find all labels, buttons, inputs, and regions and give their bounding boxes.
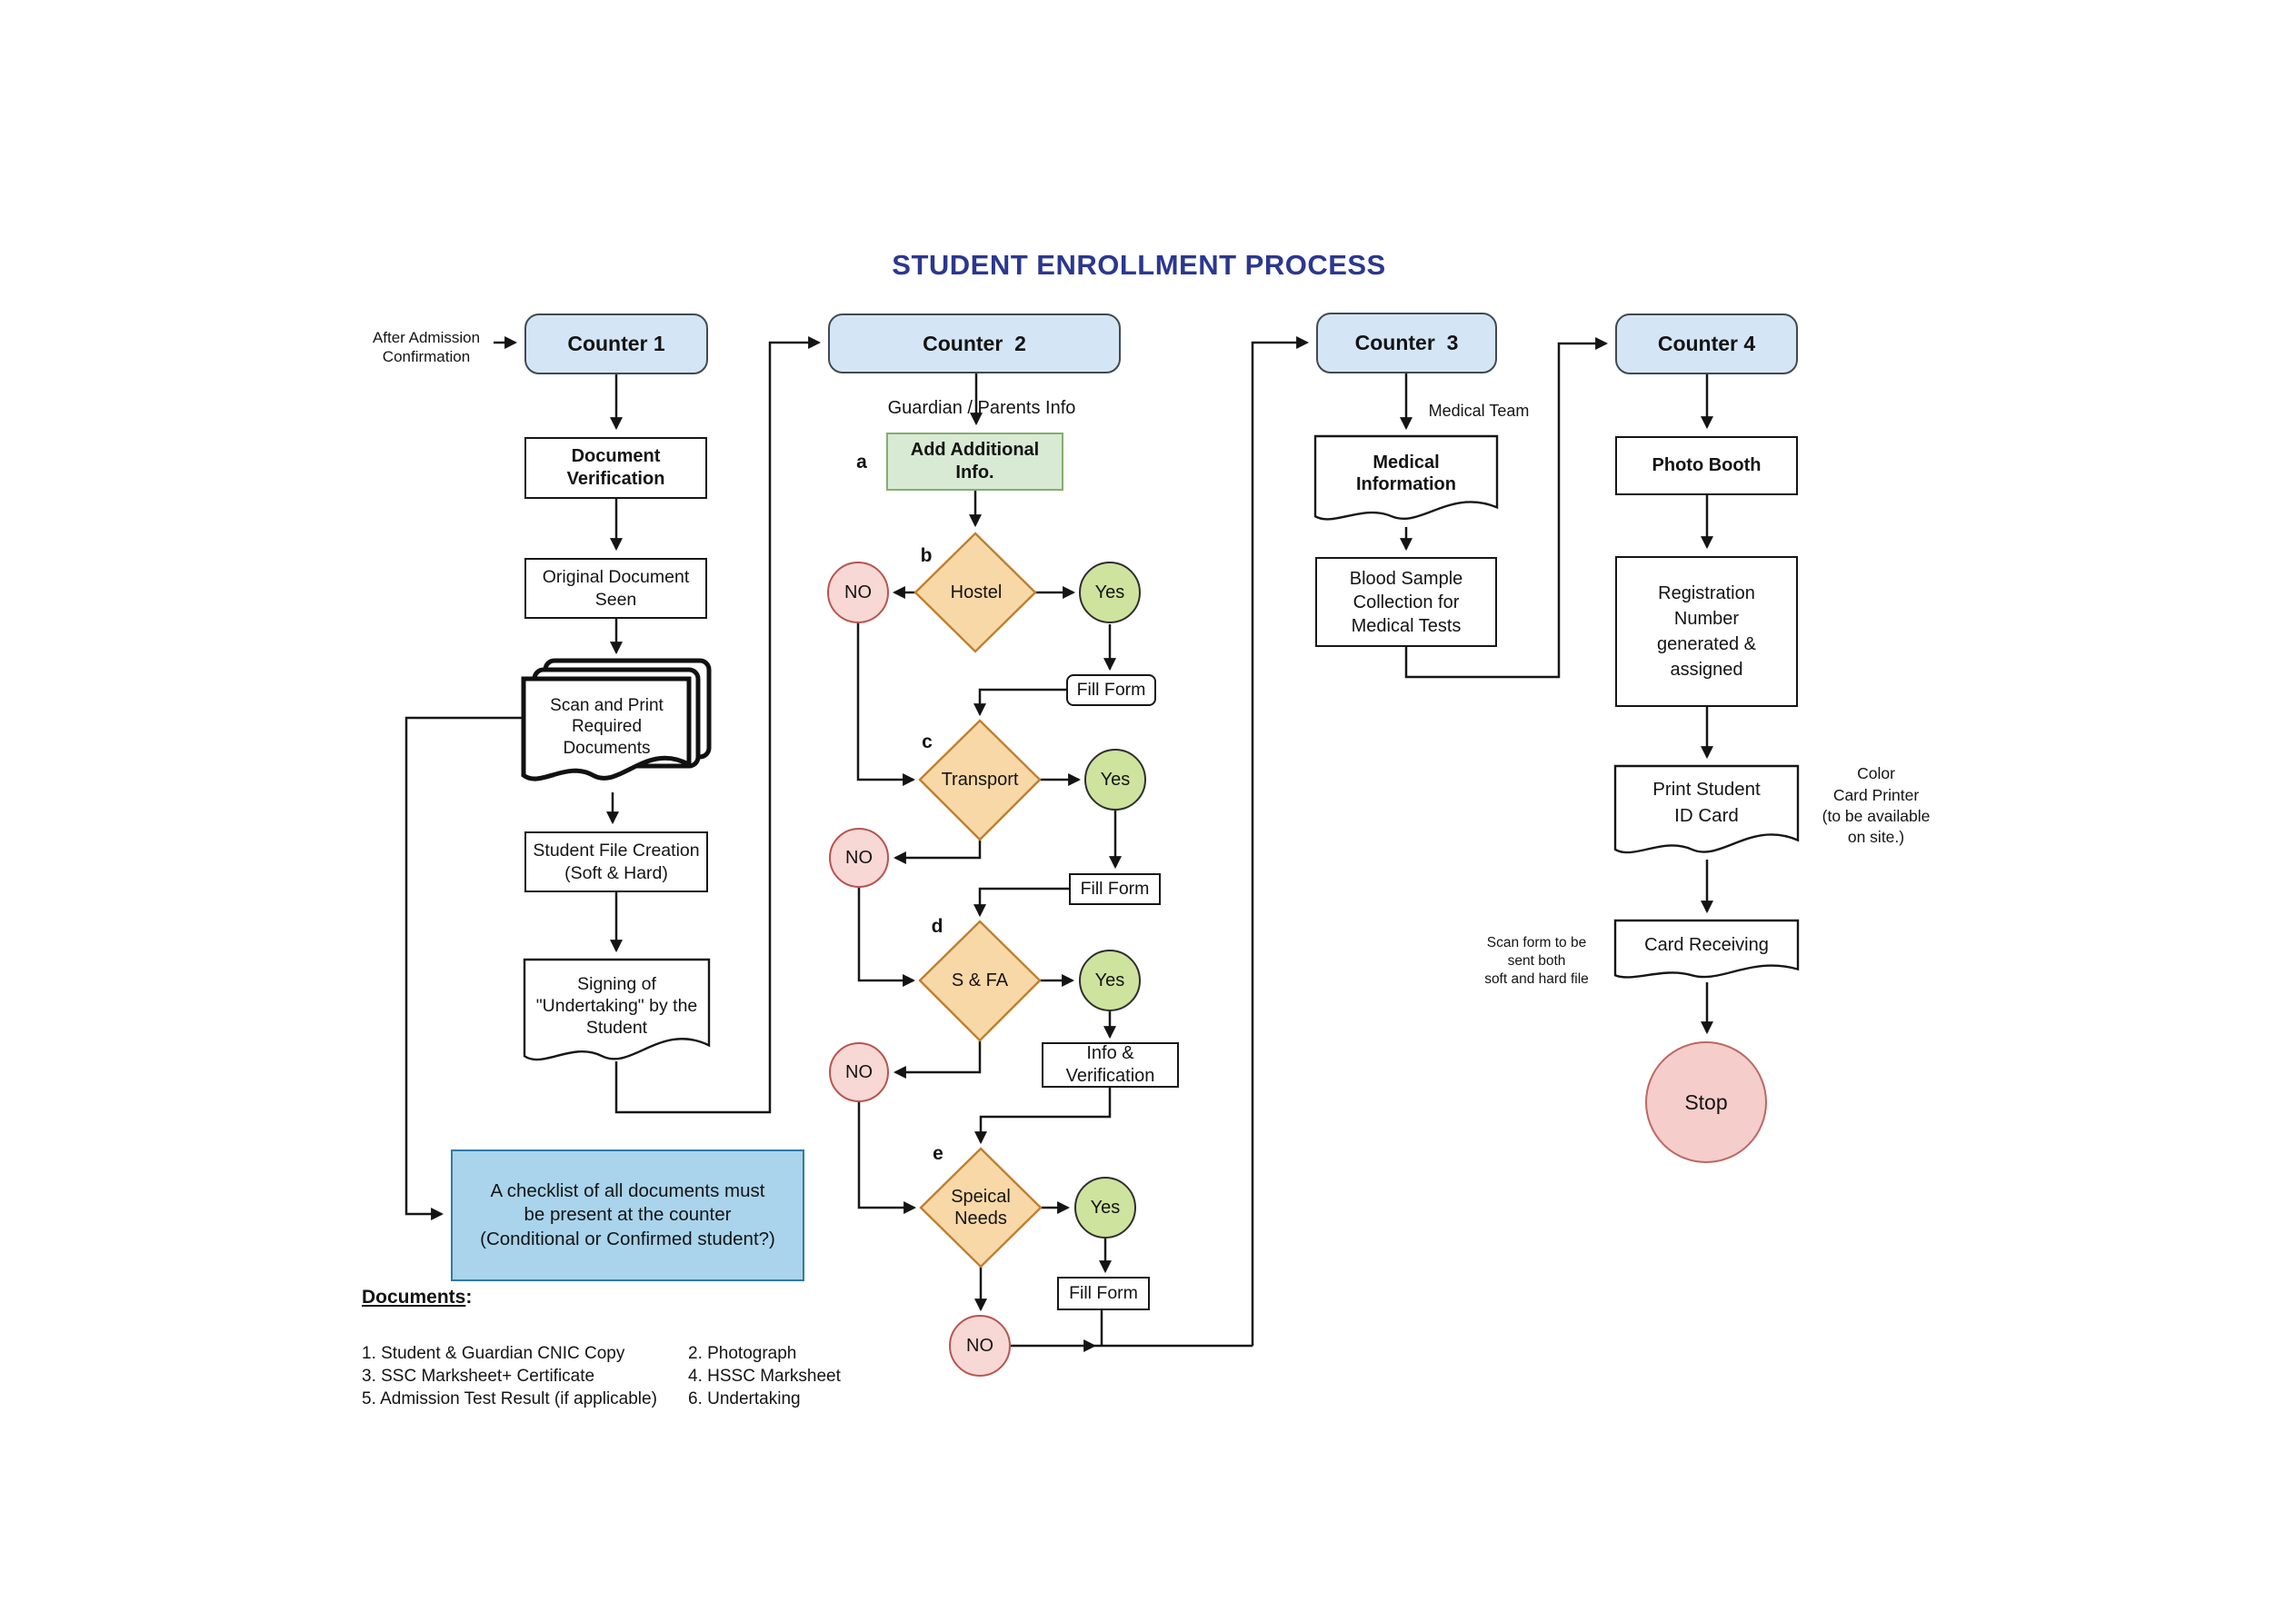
- documents-heading-colon: :: [465, 1287, 473, 1309]
- sfa-yes-circle: Yes: [1079, 950, 1141, 1011]
- add-additional-info-box: Add Additional Info.: [886, 433, 1063, 491]
- special-needs-diamond: [919, 1147, 1043, 1269]
- print-id-document: [1613, 764, 1800, 854]
- special-no-circle: NO: [949, 1315, 1011, 1377]
- blood-sample-box: Blood Sample Collection for Medical Test…: [1315, 557, 1497, 647]
- document-verification-box: Document Verification: [524, 437, 707, 499]
- documents-heading-text: Documents: [362, 1287, 466, 1309]
- signing-undertaking-label: Signing of "Undertaking" by the Student: [535, 974, 698, 1038]
- fill-form-1-box: Fill Form: [1066, 674, 1156, 706]
- medical-information-label: Medical Information: [1356, 452, 1456, 494]
- connector-no2-sfa: [857, 888, 916, 987]
- medical-team-note: Medical Team: [1428, 402, 1530, 421]
- sfa-label: S & FA: [951, 970, 1009, 990]
- original-document-seen-box: Original Document Seen: [524, 558, 707, 619]
- connector-scan-checklist: [404, 716, 524, 1220]
- connector-fillform1-transport: [973, 688, 1066, 717]
- student-file-creation-box: Student File Creation (Soft & Hard): [524, 831, 708, 892]
- special-needs-label: Speical Needs: [951, 1186, 1011, 1229]
- counter-3-box: Counter 3: [1316, 313, 1497, 373]
- hostel-label: Hostel: [950, 582, 1003, 602]
- connector-infover-special: [974, 1088, 1112, 1145]
- counter-4-box: Counter 4: [1615, 313, 1798, 374]
- photo-booth-box: Photo Booth: [1615, 436, 1798, 495]
- connector-no3-special: [857, 1102, 917, 1214]
- connector-sfa-no3: [893, 1040, 982, 1079]
- color-printer-note: Color Card Printer (to be available on s…: [1822, 764, 1931, 847]
- fill-form-3-box: Fill Form: [1057, 1277, 1150, 1310]
- info-verification-box: Info & Verification: [1042, 1042, 1179, 1088]
- scanprint-document: [521, 676, 692, 781]
- doc-item-3: 3. SSC Marksheet+ Certificate: [362, 1367, 595, 1387]
- connector-blood-counter4: [1404, 337, 1609, 679]
- special-yes-circle: Yes: [1074, 1177, 1136, 1239]
- sfa-no-circle: NO: [829, 1042, 889, 1102]
- doc-item-1: 1. Student & Guardian CNIC Copy: [362, 1344, 625, 1364]
- transport-no-circle: NO: [829, 828, 889, 888]
- transport-label: Transport: [941, 769, 1019, 790]
- registration-number-box: Registration Number generated & assigned: [1615, 556, 1798, 707]
- doc-item-6: 6. Undertaking: [688, 1389, 801, 1409]
- step-label-e: e: [933, 1143, 943, 1165]
- card-receiving-label: Card Receiving: [1644, 934, 1769, 955]
- step-label-a: a: [856, 452, 867, 473]
- step-label-c: c: [922, 731, 933, 753]
- sfa-diamond: [918, 920, 1042, 1042]
- medical-info-document: [1313, 434, 1499, 521]
- stop-circle: Stop: [1645, 1041, 1767, 1163]
- connector-fillform2-sfa: [973, 887, 1069, 918]
- guardian-parents-note: Guardian / Parents Info: [887, 397, 1076, 418]
- hostel-yes-circle: Yes: [1079, 562, 1141, 623]
- counter-2-box: Counter 2: [828, 313, 1121, 373]
- fill-form-2-box: Fill Form: [1069, 873, 1161, 905]
- doc-item-2: 2. Photograph: [688, 1344, 797, 1364]
- connector-signing-counter2: [614, 336, 822, 1114]
- transport-diamond: [918, 719, 1042, 841]
- transport-yes-circle: Yes: [1084, 749, 1146, 811]
- connector-no1-transport: [856, 623, 916, 786]
- hostel-no-circle: NO: [827, 562, 889, 623]
- after-admission-note: After Admission Confirmation: [372, 329, 481, 365]
- step-label-b: b: [920, 545, 933, 567]
- connector-riser-counter3: [1251, 336, 1310, 1346]
- signing-document: [523, 958, 711, 1061]
- doc-item-5: 5. Admission Test Result (if applicable): [362, 1389, 657, 1409]
- doc-item-4: 4. HSSC Marksheet: [688, 1367, 841, 1387]
- connector-transport-no2: [893, 840, 982, 864]
- hostel-diamond: [913, 532, 1037, 653]
- card-receiving-document: [1613, 919, 1800, 979]
- documents-heading: Documents:: [362, 1285, 598, 1310]
- counter-1-box: Counter 1: [524, 313, 708, 374]
- scan-form-note: Scan form to be sent both soft and hard …: [1484, 935, 1589, 987]
- scan-print-label: Scan and Print Required Documents: [550, 696, 664, 758]
- print-id-card-label: Print Student ID Card: [1652, 779, 1761, 826]
- checklist-box: A checklist of all documents must be pre…: [451, 1149, 804, 1281]
- page-title: STUDENT ENROLLMENT PROCESS: [892, 249, 1386, 282]
- step-label-d: d: [931, 916, 943, 938]
